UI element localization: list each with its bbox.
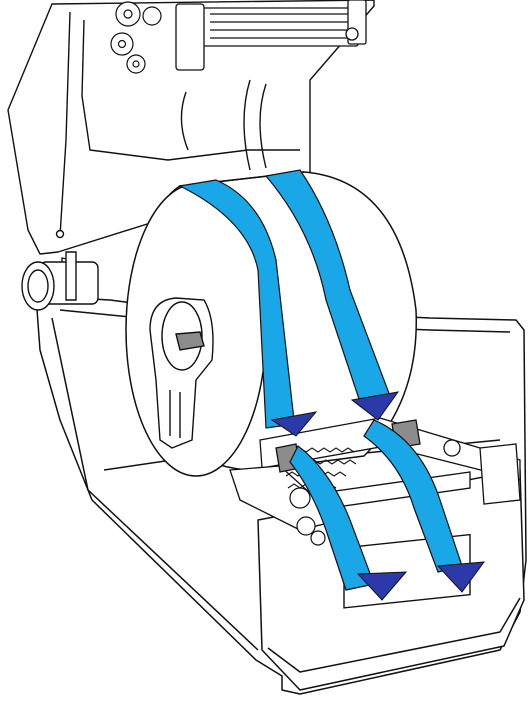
drive-gear-3-icon [310,530,326,546]
holder-latch [175,331,205,351]
gear-top-icon [142,6,162,26]
base-side-edge [51,317,259,651]
path-floor [229,465,342,531]
drive-gear-1-icon [289,487,311,509]
feed-arrows [178,169,486,601]
hinge-post [65,251,77,301]
printhead-bracket-left [175,3,205,71]
lid-curve-right-2 [259,83,267,169]
drive-gear-2-icon [296,516,316,536]
right-bracket-gear-icon [443,439,461,457]
holder-ribs [169,390,181,438]
arrowhead-left-upper-icon [270,411,318,437]
base-front-edge [267,597,521,673]
right-bracket [443,439,521,505]
lid-slot [180,91,189,151]
side-hinge-knob [21,251,99,311]
lid-screw [55,229,65,239]
printhead-assembly [175,0,367,71]
right-bracket-body [479,443,521,505]
feed-path-arrow-left-lower [289,445,375,591]
lid-inner-edge [59,11,71,237]
printhead-ribs [210,13,350,39]
lid-curve-right [243,79,251,171]
gear-mid-hub [117,39,127,49]
lid-inner-edge-2 [81,19,300,161]
arrowhead-right-lower-icon [436,561,486,593]
gear-cluster [110,1,162,74]
printhead-knob [345,27,359,41]
roll-holder [149,297,214,449]
arrowhead-left-lower-icon [356,571,408,601]
arrowhead-right-upper-icon [350,391,400,421]
gear-small-hub [132,60,140,68]
drive-gears [289,487,326,546]
hinge-cap-inner [27,269,49,303]
gear-large-hub [123,9,133,19]
